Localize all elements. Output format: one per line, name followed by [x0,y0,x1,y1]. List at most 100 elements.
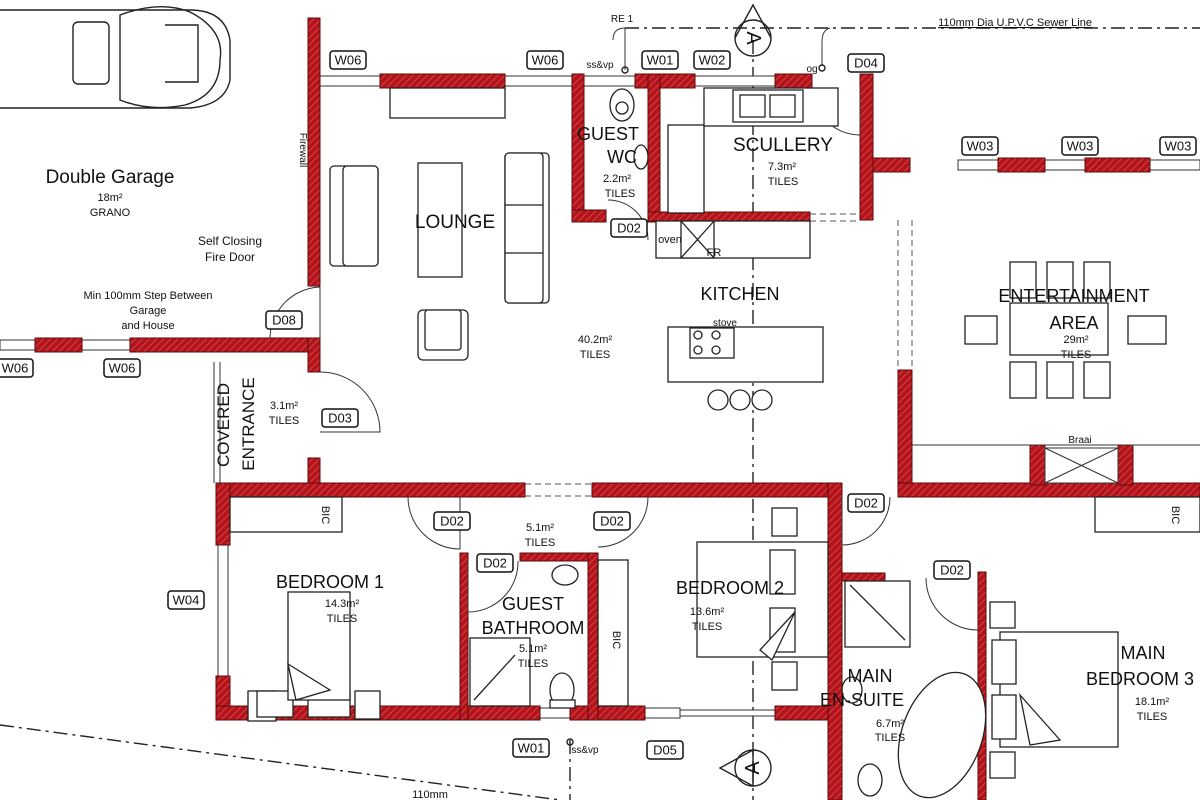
tag-box [526,50,564,70]
tag-box [0,358,34,378]
bedroom-furniture [229,496,1200,779]
tag-d03: D03 [321,408,359,428]
tag-box [693,50,731,70]
tag-label: D02 [440,514,464,529]
tag-label: W03 [967,139,994,154]
room-name: BEDROOM 3 [1086,669,1194,689]
labels: Double Garage 18m² GRANO Self Closing Fi… [46,14,1194,800]
tag-label: W03 [1067,139,1094,154]
tag-box [167,590,205,610]
room-area: 5.1m² [526,522,554,534]
tag-box [265,310,303,330]
bic-label: BIC [319,506,331,524]
re1-label: RE 1 [611,14,634,25]
tag-d08: D08 [265,310,303,330]
ssvp-label: ss&vp [586,60,614,71]
room-area: 7.3m² [768,161,796,173]
tag-box [512,738,550,758]
room-finish: TILES [518,658,549,670]
tag-box [593,511,631,531]
tag-box [321,408,359,428]
room-name: GUEST [577,124,639,144]
tag-w04: W04 [167,590,205,610]
tag-label: D02 [940,563,964,578]
note: Garage [130,305,167,317]
og-label: og [806,64,817,75]
ssvp-label: ss&vp [571,745,599,756]
room-area: 3.1m² [270,400,298,412]
lounge-furniture [329,87,550,361]
tag-w02: W02 [693,50,731,70]
room-finish: GRANO [90,207,131,219]
room-finish: TILES [327,613,358,625]
tag-label: W01 [647,53,674,68]
tag-label: W06 [2,361,29,376]
tag-w01: W01 [641,50,679,70]
opening-lines [525,213,913,497]
room-name: BEDROOM 2 [676,578,784,598]
bic-label: BIC [1169,506,1181,524]
room-name: MAIN [1121,643,1166,663]
room-finish: TILES [269,415,300,427]
sewer-line-bottom [0,724,561,800]
section-marker-bottom: A [718,748,772,788]
ssvp-point [566,738,574,746]
tag-box [610,218,648,238]
tag-label: D04 [854,56,878,71]
room-name: MAIN [848,666,893,686]
tag-d02: D02 [933,560,971,580]
tag-label: W04 [173,593,200,608]
drain-branch [821,27,831,66]
room-name: LOUNGE [415,212,495,233]
tag-d02: D02 [433,511,471,531]
room-area: 14.3m² [325,598,360,610]
room-name: SCULLERY [733,135,833,156]
walls [34,17,1200,800]
room-name: WC [607,147,637,167]
room-finish: TILES [1137,711,1168,723]
tag-label: W06 [109,361,136,376]
tag-box [103,358,141,378]
tag-box [847,53,885,73]
room-name: AREA [1049,313,1098,333]
room-area: 18.1m² [1135,696,1170,708]
tag-box [329,50,367,70]
room-area: 13.6m² [690,606,725,618]
tag-d02: D02 [593,511,631,531]
room-name: KITCHEN [700,284,779,304]
room-name: GUEST [502,594,564,614]
og-point [818,64,826,72]
stove-label: stove [713,318,737,329]
tag-d02: D02 [476,553,514,573]
note: and House [121,320,174,332]
fridge-label: FR [707,247,722,259]
room-name: ENTRANCE [239,377,258,471]
room-area: 29m² [1063,334,1088,346]
room-finish: TILES [1061,349,1092,361]
tag-label: D02 [600,514,624,529]
ssvp-point [621,66,629,74]
room-finish: TILES [768,176,799,188]
braai-label: Braai [1068,435,1091,446]
note: Self Closing [198,234,262,248]
room-name: BEDROOM 1 [276,572,384,592]
tag-label: D03 [328,411,352,426]
drain-branch [612,27,626,70]
tag-w03: W03 [1061,136,1099,156]
oven-label: oven [658,234,682,246]
tag-label: W01 [518,741,545,756]
tag-box [847,493,885,513]
tag-box [476,553,514,573]
braai-icon [1044,447,1119,484]
tag-label: W02 [699,53,726,68]
kitchen-fittings [655,87,839,411]
firewall-label: Firewall [297,133,308,167]
room-name: EN-SUITE [820,690,904,710]
tag-label: W06 [335,53,362,68]
tag-w06: W06 [103,358,141,378]
tag-d02: D02 [847,493,885,513]
tag-box [933,560,971,580]
room-finish: TILES [875,732,906,744]
car-icon [0,5,231,109]
tag-label: D05 [653,743,677,758]
